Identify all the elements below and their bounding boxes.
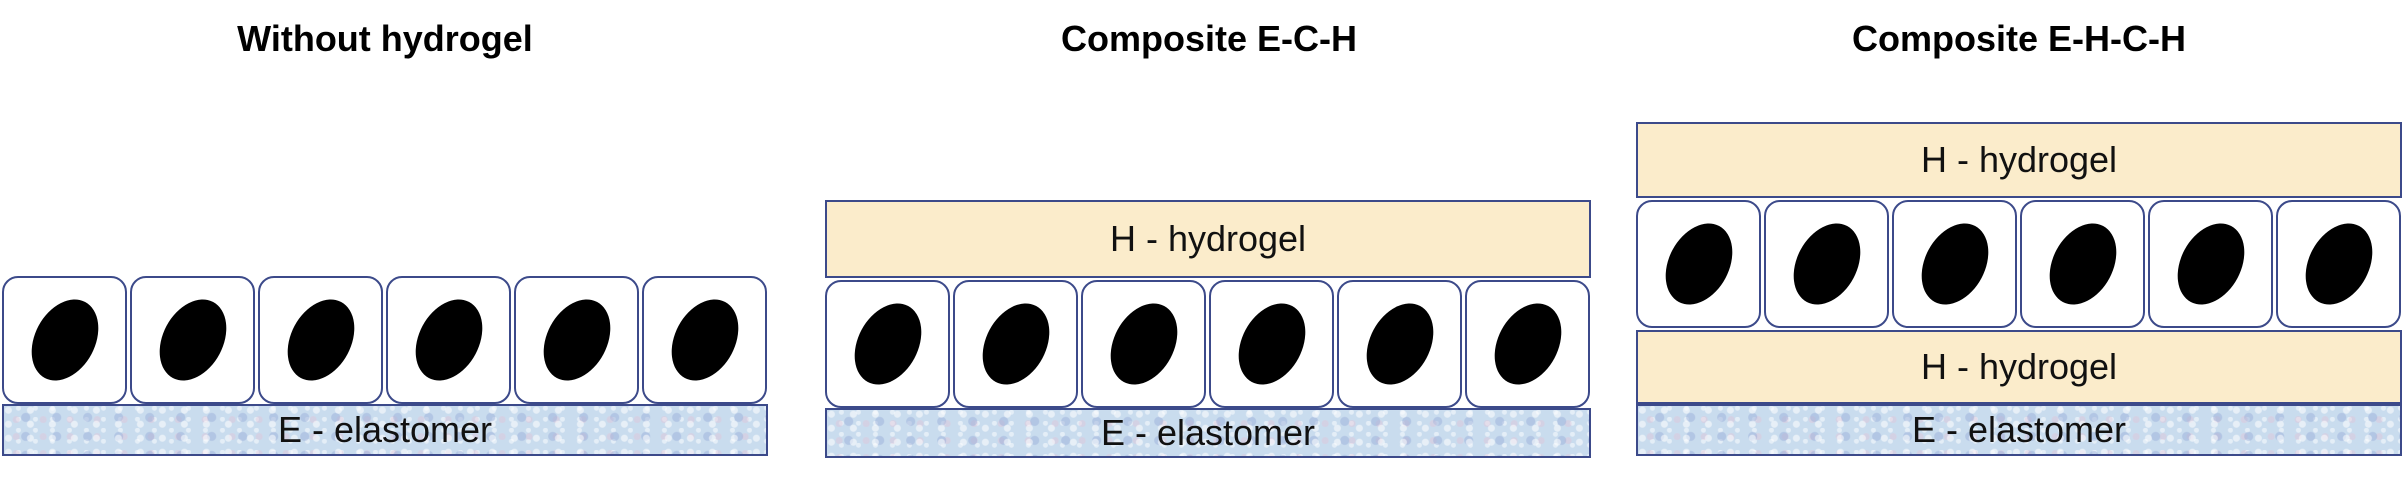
nucleus <box>2035 211 2130 317</box>
cell <box>2276 200 2401 328</box>
hydrogel-layer: H - hydrogel <box>825 200 1591 278</box>
nucleus <box>657 287 752 393</box>
hydrogel-layer-bottom: H - hydrogel <box>1636 330 2402 404</box>
panel-title: Without hydrogel <box>237 18 533 59</box>
cell <box>2 276 127 404</box>
cell <box>258 276 383 404</box>
nucleus <box>2291 211 2386 317</box>
nucleus <box>2163 211 2258 317</box>
nucleus <box>1096 291 1191 397</box>
cell <box>1209 280 1334 408</box>
cell <box>1337 280 1462 408</box>
cell <box>1636 200 1761 328</box>
cell <box>2148 200 2273 328</box>
cell <box>825 280 950 408</box>
nucleus <box>401 287 496 393</box>
nucleus <box>17 287 112 393</box>
nucleus <box>529 287 624 393</box>
nucleus <box>1352 291 1447 397</box>
panel-title: Composite E-H-C-H <box>1852 18 2186 59</box>
cell <box>130 276 255 404</box>
cell <box>1465 280 1590 408</box>
cell <box>1764 200 1889 328</box>
nucleus <box>1480 291 1575 397</box>
elastomer-layer: E - elastomer <box>2 404 768 456</box>
nucleus <box>145 287 240 393</box>
hydrogel-layer-top: H - hydrogel <box>1636 122 2402 198</box>
nucleus <box>1651 211 1746 317</box>
cell <box>514 276 639 404</box>
elastomer-layer: E - elastomer <box>1636 404 2402 456</box>
cell-layer <box>825 280 1590 408</box>
cell <box>1892 200 2017 328</box>
cell <box>386 276 511 404</box>
cell-layer <box>1636 200 2401 328</box>
cell <box>2020 200 2145 328</box>
nucleus <box>1224 291 1319 397</box>
panel-title: Composite E-C-H <box>1061 18 1357 59</box>
cell <box>642 276 767 404</box>
nucleus <box>273 287 368 393</box>
nucleus <box>840 291 935 397</box>
elastomer-layer: E - elastomer <box>825 408 1591 458</box>
nucleus <box>1907 211 2002 317</box>
cell-layer <box>2 276 767 404</box>
cell <box>953 280 1078 408</box>
nucleus <box>1779 211 1874 317</box>
nucleus <box>968 291 1063 397</box>
cell <box>1081 280 1206 408</box>
